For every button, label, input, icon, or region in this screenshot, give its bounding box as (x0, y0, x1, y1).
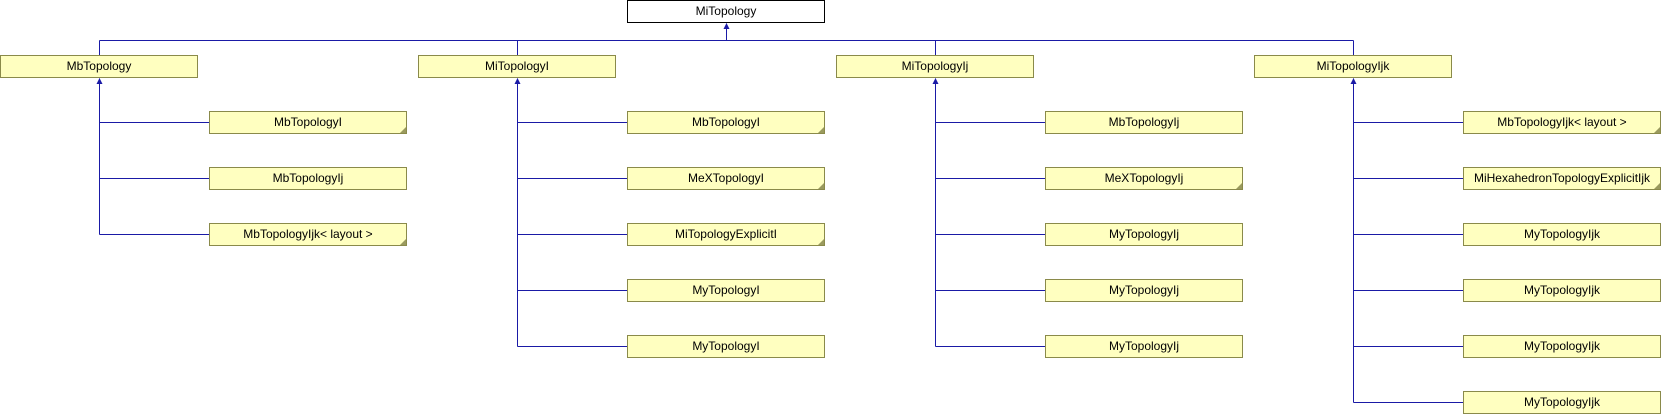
class-node-child[interactable]: MbTopologyIj (209, 167, 407, 190)
class-node-mitopologyij[interactable]: MiTopologyIj (836, 55, 1034, 78)
class-node-child[interactable]: MyTopologyIjk (1463, 223, 1661, 246)
class-label: MiTopologyExplicitI (674, 227, 778, 241)
class-node-child[interactable]: MyTopologyIjk (1463, 279, 1661, 302)
fold-corner (818, 183, 824, 189)
root-arrowhead (723, 23, 730, 29)
class-label: MbTopologyIjk< layout > (243, 227, 373, 241)
class-label: MeXTopologyIj (1104, 171, 1184, 185)
class-node-child[interactable]: MyTopologyIj (1045, 223, 1243, 246)
class-node-child[interactable]: MyTopologyIjk (1463, 335, 1661, 358)
class-label: MyTopologyIj (1108, 283, 1180, 297)
class-label: MbTopologyIjk< layout > (1497, 115, 1627, 129)
class-node-child[interactable]: MbTopologyI (209, 111, 407, 134)
fold-corner (1236, 183, 1242, 189)
class-node-child[interactable]: MeXTopologyI (627, 167, 825, 190)
class-node-mitopologyi[interactable]: MiTopologyI (418, 55, 616, 78)
fold-corner (1654, 127, 1660, 133)
fold-corner (400, 127, 406, 133)
class-label: MyTopologyIjk (1523, 395, 1601, 409)
class-label: MyTopologyIjk (1523, 283, 1601, 297)
class-label: MyTopologyIjk (1523, 339, 1601, 353)
class-label: MbTopology (66, 59, 132, 73)
class-label: MbTopologyIj (272, 171, 344, 185)
class-node-child[interactable]: MbTopologyIj (1045, 111, 1243, 134)
class-node-child[interactable]: MeXTopologyIj (1045, 167, 1243, 190)
class-node-child[interactable]: MyTopologyIjk (1463, 391, 1661, 414)
class-node-child[interactable]: MyTopologyIj (1045, 279, 1243, 302)
branch-arrowhead (1350, 78, 1357, 84)
class-node-child[interactable]: MyTopologyI (627, 335, 825, 358)
fold-corner (818, 239, 824, 245)
class-label: MyTopologyIjk (1523, 227, 1601, 241)
class-node-child[interactable]: MbTopologyIjk< layout > (1463, 111, 1661, 134)
class-node-child[interactable]: MyTopologyI (627, 279, 825, 302)
fold-corner (400, 239, 406, 245)
class-label: MbTopologyI (691, 115, 761, 129)
class-node-child[interactable]: MiHexahedronTopologyExplicitIjk (1463, 167, 1661, 190)
class-node-child[interactable]: MiTopologyExplicitI (627, 223, 825, 246)
class-label: MyTopologyIj (1108, 227, 1180, 241)
class-label: MeXTopologyI (687, 171, 765, 185)
fold-corner (1654, 183, 1660, 189)
branch-arrowhead (96, 78, 103, 84)
class-label: MbTopologyI (273, 115, 343, 129)
class-label: MiHexahedronTopologyExplicitIjk (1473, 171, 1651, 185)
class-node-mbtopology[interactable]: MbTopology (0, 55, 198, 78)
class-label: MyTopologyI (692, 339, 760, 353)
class-label: MiTopologyI (484, 59, 550, 73)
branch-arrowhead (514, 78, 521, 84)
class-label: MyTopologyIj (1108, 339, 1180, 353)
fold-corner (818, 127, 824, 133)
class-node-mitopologyijk[interactable]: MiTopologyIjk (1254, 55, 1452, 78)
branch-arrowhead (932, 78, 939, 84)
class-node-child[interactable]: MbTopologyIjk< layout > (209, 223, 407, 246)
class-label: MbTopologyIj (1108, 115, 1180, 129)
class-node-root[interactable]: MiTopology (627, 0, 825, 23)
class-label: MiTopologyIjk (1316, 59, 1390, 73)
class-label: MyTopologyI (692, 283, 760, 297)
class-label: MiTopologyIj (901, 59, 969, 73)
class-node-child[interactable]: MbTopologyI (627, 111, 825, 134)
class-node-child[interactable]: MyTopologyIj (1045, 335, 1243, 358)
